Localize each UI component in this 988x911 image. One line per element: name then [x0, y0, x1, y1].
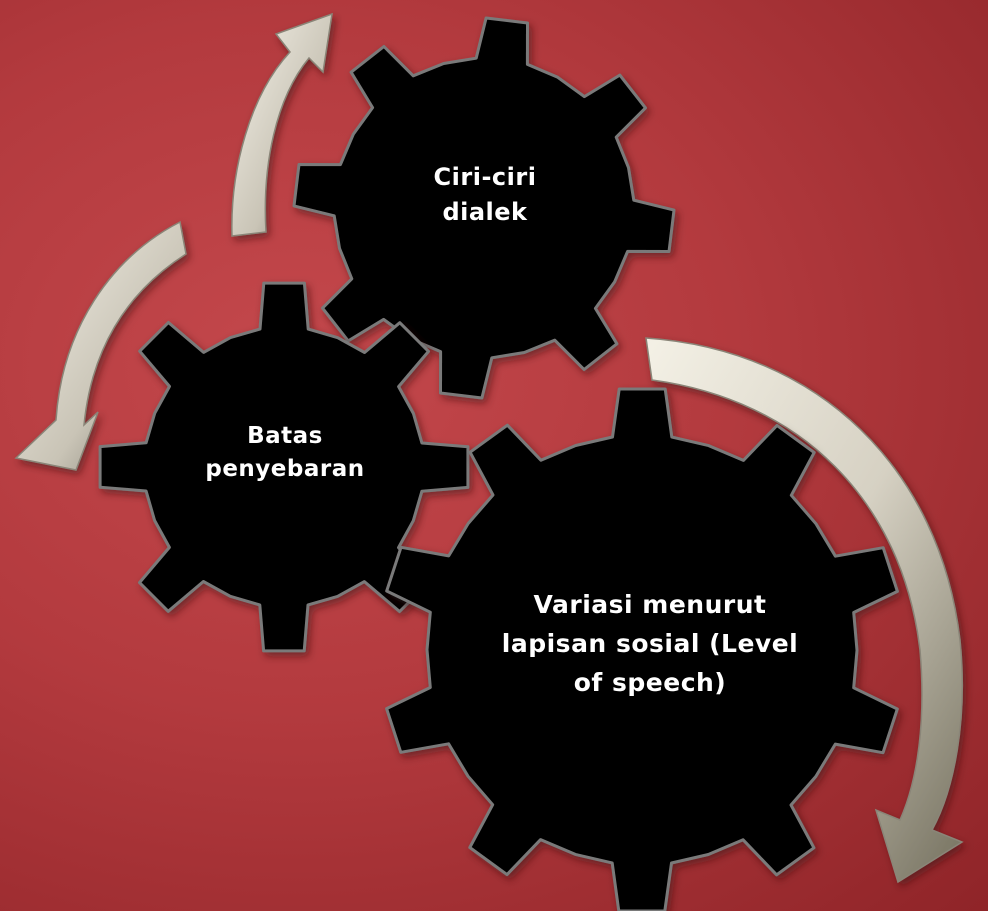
label-line: dialek [442, 197, 528, 226]
label-line: Batas [247, 423, 323, 449]
label-line: Ciri-ciri [433, 163, 537, 191]
label-line: Variasi menurut [533, 590, 767, 619]
gear-ciri-ciri-dialek [292, 16, 676, 400]
label-line: lapisan sosial (Level [501, 628, 799, 658]
gear-shape [385, 387, 899, 911]
gear-variasi-menurut-lapisan-sosial [385, 387, 899, 911]
right-arrow [645, 337, 964, 884]
gear-batas-penyebaran [98, 281, 470, 653]
gear-shape [98, 281, 470, 653]
top-left-arrow [231, 12, 333, 237]
gear-label-batas-penyebaran: Batas penyebaran [180, 420, 390, 487]
label-line: penyebaran [205, 456, 365, 483]
gear-shape [292, 16, 676, 400]
left-arrow [14, 220, 187, 471]
gear-label-ciri-ciri-dialek: Ciri-ciri dialek [385, 160, 585, 230]
gear-label-variasi-menurut-lapisan-sosial: Variasi menurut lapisan sosial (Level of… [470, 586, 830, 702]
label-line: of speech) [573, 667, 727, 697]
